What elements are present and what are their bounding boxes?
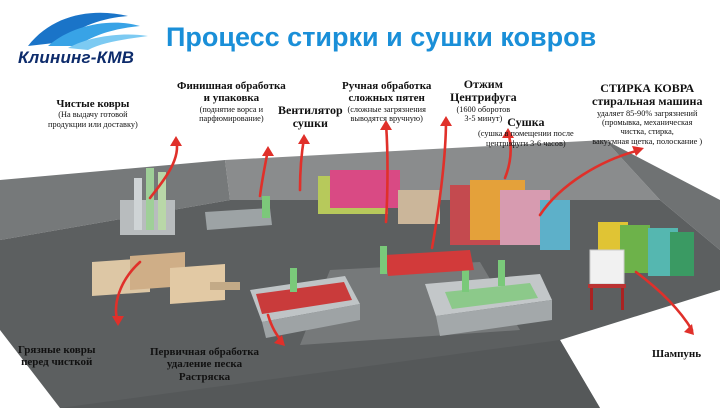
label-clean-carpets: Чистые ковры (На выдачу готовой продукци…	[48, 98, 138, 129]
floor-edge-left	[0, 330, 60, 408]
arrow-heads	[112, 116, 694, 346]
logo-text: Клининг-КМВ	[18, 48, 135, 67]
label-shampoo: Шампунь	[652, 348, 702, 360]
label-primary: Первичная обработка удаление песка Растр…	[150, 346, 259, 383]
label-manual: Ручная обработка сложных пятен (сложные …	[342, 80, 432, 123]
shampoo-tank	[588, 249, 626, 310]
watermark: Avito	[643, 365, 708, 395]
drying-carpets	[318, 170, 694, 276]
label-drying: Сушка (сушка в помещении после центрифуг…	[478, 115, 574, 148]
label-washing: СТИРКА КОВРА стиральная машина удаляет 8…	[592, 81, 703, 146]
primary-machine	[250, 268, 360, 338]
label-spin: Отжим Центрифуга (1600 оборотов 3-5 мину…	[450, 77, 517, 124]
label-dirty-carpets: Грязные ковры перед чисткой	[18, 344, 96, 369]
label-finishing: Финишная обработка и упаковка (поднятие …	[177, 80, 286, 123]
wash-machine	[425, 260, 552, 336]
dirty-carpets	[92, 252, 240, 304]
finishing-table	[205, 196, 272, 230]
centrifuge	[380, 246, 474, 276]
label-fan: Вентилятор сушки	[278, 103, 343, 131]
floor-front	[60, 340, 600, 408]
wave-logo-icon	[28, 12, 148, 50]
brand-logo: Клининг-КМВ	[8, 6, 158, 68]
left-wall	[0, 160, 230, 240]
page-title: Процесс стирки и сушки ковров	[166, 22, 597, 52]
right-wall	[605, 140, 720, 250]
avito-logo-icon	[600, 368, 624, 392]
